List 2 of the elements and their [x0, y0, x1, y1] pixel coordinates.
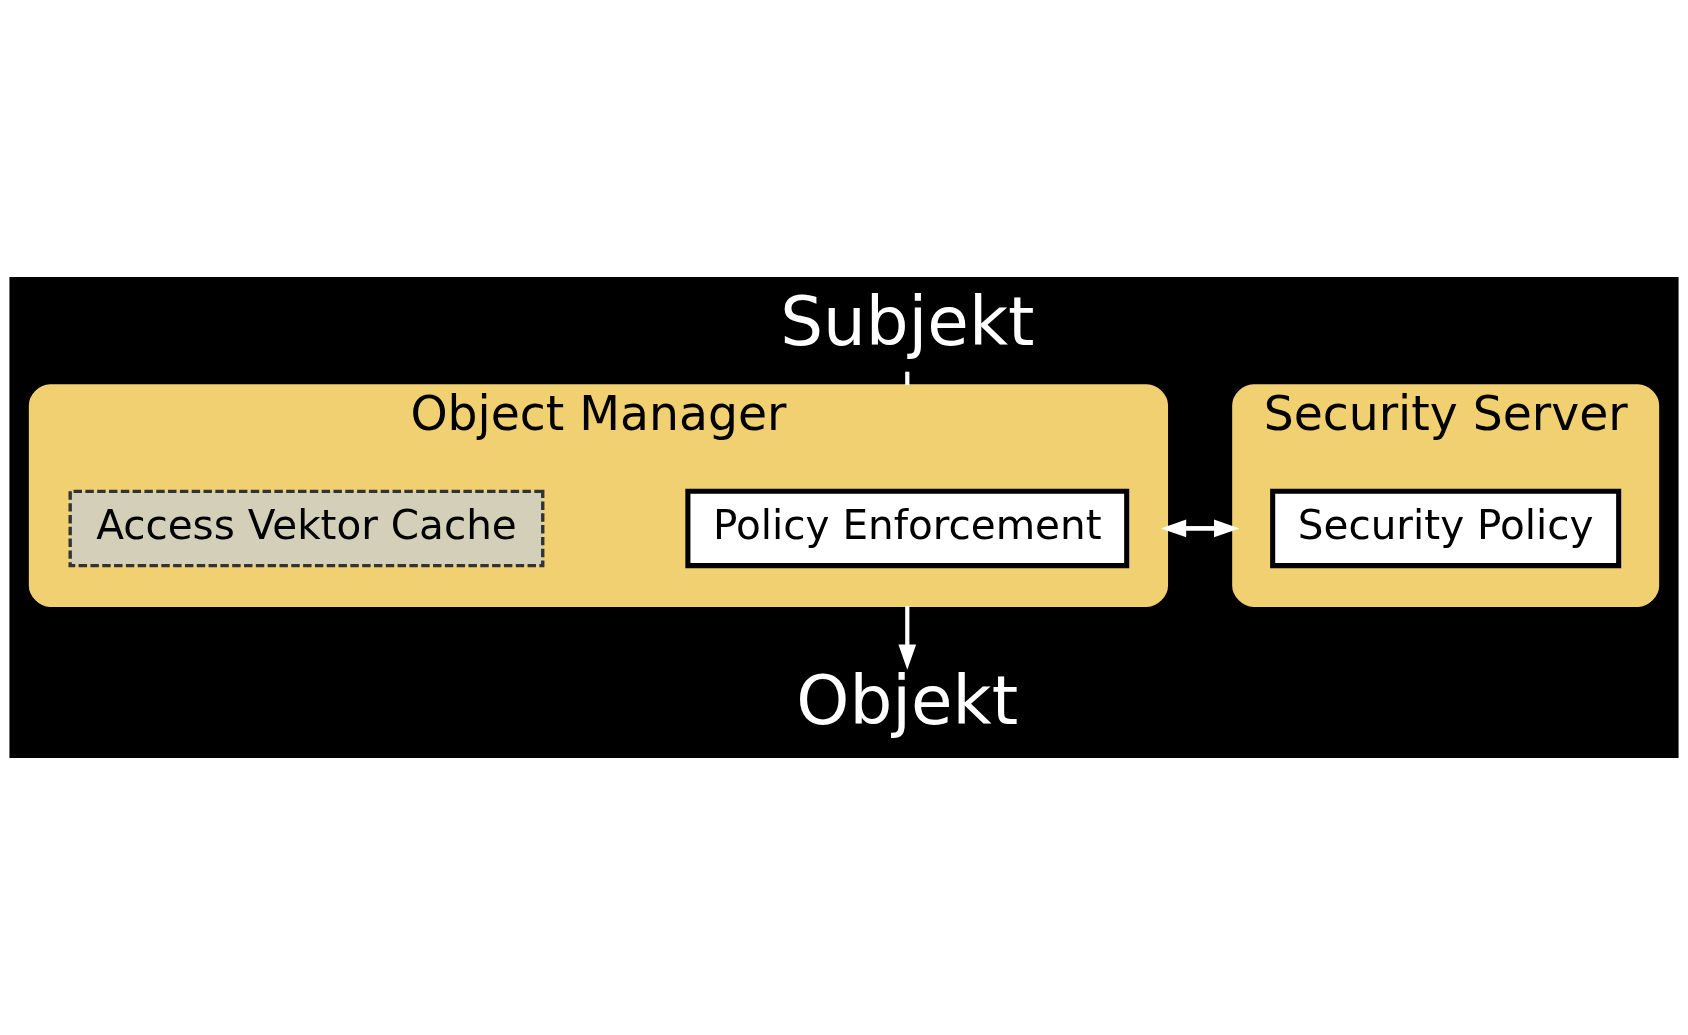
- node-text: Objekt: [796, 661, 1019, 741]
- node-text: Subjekt: [780, 281, 1035, 361]
